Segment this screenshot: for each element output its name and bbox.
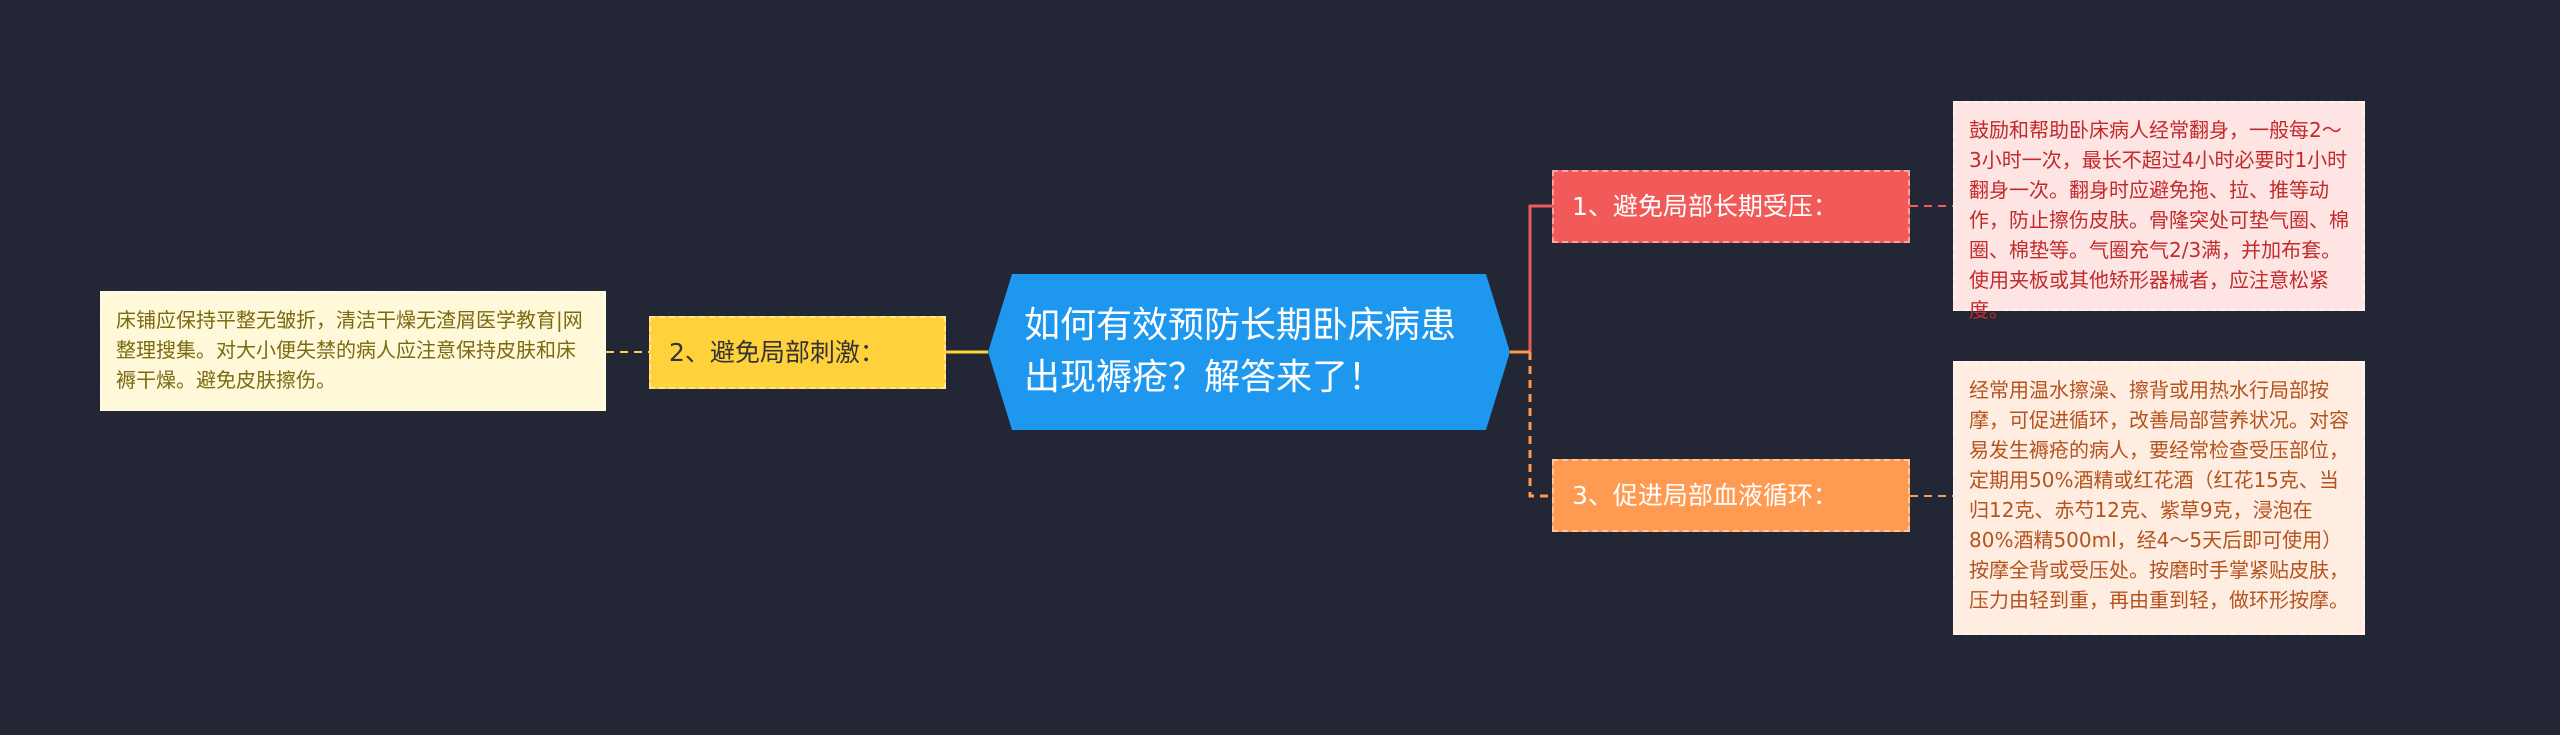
leaf-promote-circulation-detail[interactable]: 经常用温水擦澡、擦背或用热水行局部按摩，可促进循环，改善局部营养状况。对容易发生… bbox=[1953, 361, 2365, 635]
connector-center-branch-3 bbox=[1528, 352, 1552, 498]
central-topic-text: 如何有效预防长期卧床病患出现褥疮？解答来了！ bbox=[1024, 305, 1457, 398]
branch-avoid-irritation-label: 2、避免局部刺激： bbox=[669, 337, 885, 367]
branch-promote-circulation[interactable]: 3、促进局部血液循环： bbox=[1552, 459, 1910, 532]
connector-center-branch-1 bbox=[1510, 204, 1552, 354]
branch-avoid-pressure[interactable]: 1、避免局部长期受压： bbox=[1552, 170, 1910, 243]
branch-avoid-irritation[interactable]: 2、避免局部刺激： bbox=[649, 316, 946, 389]
central-topic[interactable]: 如何有效预防长期卧床病患出现褥疮？解答来了！ bbox=[988, 274, 1510, 430]
leaf-avoid-pressure-detail[interactable]: 鼓励和帮助卧床病人经常翻身，一般每2～3小时一次，最长不超过4小时必要时1小时翻… bbox=[1953, 101, 2365, 322]
branch-avoid-pressure-label: 1、避免局部长期受压： bbox=[1572, 191, 1838, 221]
branch-promote-circulation-label: 3、促进局部血液循环： bbox=[1572, 480, 1838, 510]
leaf-avoid-irritation-detail[interactable]: 床铺应保持平整无皱折，清洁干燥无渣屑医学教育|网整理搜集。对大小便失禁的病人应注… bbox=[100, 291, 606, 411]
